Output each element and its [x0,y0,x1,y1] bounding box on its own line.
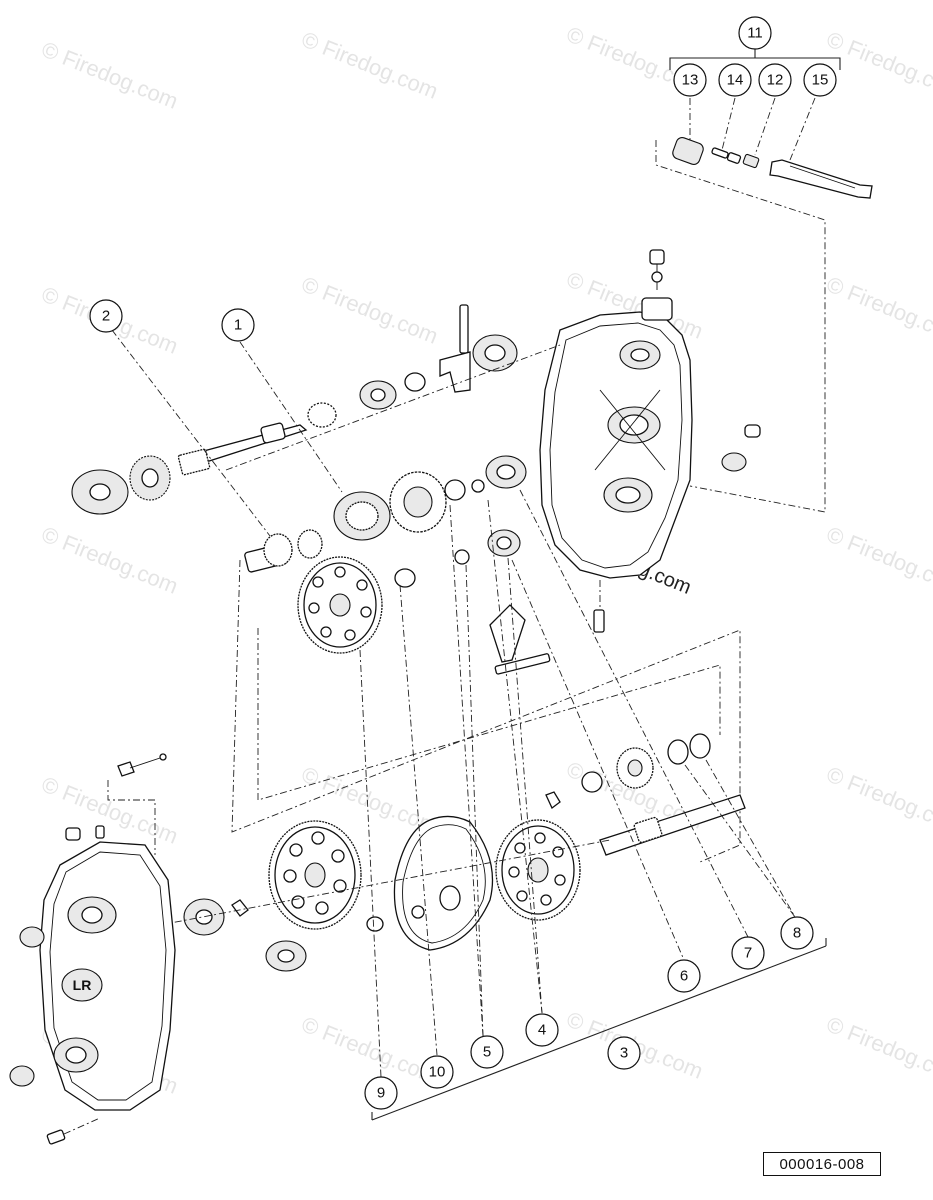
svg-text:© Firedog.com: © Firedog.com [823,761,933,838]
svg-text:6: 6 [680,968,688,985]
diagram-code-label: 000016-008 [763,1152,881,1176]
callout-8: 8 [780,916,814,950]
callout-15: 15 [803,63,837,97]
svg-text:7: 7 [744,945,752,962]
bushing-13 [672,137,704,165]
svg-text:3: 3 [620,1045,628,1062]
svg-text:10: 10 [429,1064,446,1081]
svg-text:14: 14 [727,72,744,89]
callout-13: 13 [673,63,707,97]
svg-text:LR: LR [73,977,92,993]
upper-shaft-group [71,304,741,863]
svg-text:8: 8 [793,925,801,942]
svg-text:2: 2 [102,308,110,325]
callout-9: 9 [364,1076,398,1110]
svg-text:4: 4 [538,1022,546,1039]
leader-lines [111,329,827,1121]
callout-6: 6 [667,959,701,993]
svg-text:11: 11 [747,25,763,42]
speedometer-subassembly [655,48,873,513]
svg-text:© Firedog.com: © Firedog.com [298,271,441,348]
svg-text:© Firedog.com: © Firedog.com [823,271,933,348]
svg-text:15: 15 [812,72,829,89]
svg-text:© Firedog.com: © Firedog.com [298,26,441,103]
svg-text:12: 12 [767,72,784,89]
lower-shaft-group [159,733,746,972]
svg-text:5: 5 [483,1044,491,1061]
transmission-case-left: LR [9,753,176,1145]
callout-12: 12 [758,63,792,97]
svg-text:© Firedog.com: © Firedog.com [823,521,933,598]
pin-14 [711,147,729,159]
callout-7: 7 [731,936,765,970]
svg-text:13: 13 [682,72,699,89]
svg-text:1: 1 [234,317,242,334]
callout-5: 5 [470,1035,504,1069]
transmission-case-right [539,249,761,633]
spring-12 [742,153,760,169]
callout-4: 4 [525,1013,559,1047]
svg-text:© Firedog.com: © Firedog.com [38,771,181,848]
svg-text:9: 9 [377,1085,385,1102]
svg-text:© Firedog.com: © Firedog.com [298,1011,441,1088]
shaft-15 [769,159,873,199]
shift-fork-middle [489,604,551,675]
svg-text:© Firedog.com: © Firedog.com [38,36,181,113]
svg-text:© Firedog.com: © Firedog.com [823,1011,933,1088]
callout-2: 2 [89,299,123,333]
callout-11: 11 [738,16,772,50]
callout-1: 1 [221,308,255,342]
callout-14: 14 [718,63,752,97]
svg-text:© Firedog.com: © Firedog.com [38,521,181,598]
callout-3: 3 [607,1036,641,1070]
callout-10: 10 [420,1055,454,1089]
